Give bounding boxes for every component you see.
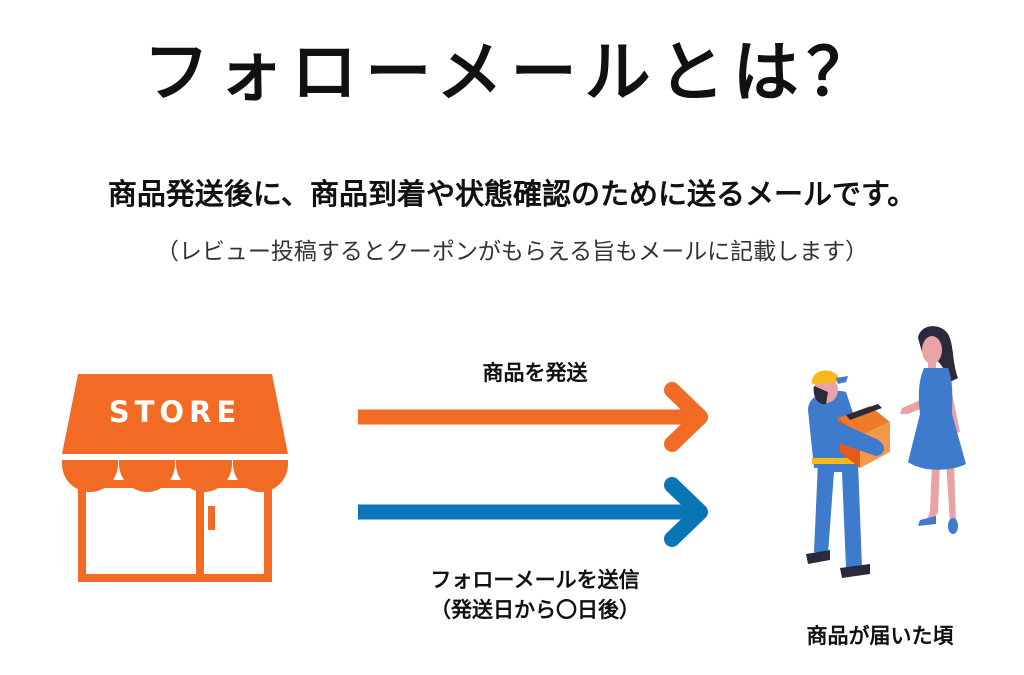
arrow-right-icon: [358, 477, 708, 547]
page-title: フォローメールとは？: [143, 34, 881, 111]
man-cap: [811, 370, 840, 384]
ship-label: 商品を発送: [482, 361, 588, 385]
mail-label: フォローメールを送信 （発送日から〇日後）: [340, 565, 730, 625]
woman-dress: [908, 368, 966, 470]
store-icon: STORE: [62, 374, 288, 582]
page-note: （レビュー投稿するとクーポンがもらえる旨もメールに記載します）: [155, 239, 869, 265]
mail-label-line1: フォローメールを送信: [430, 568, 640, 592]
store-awning: [62, 374, 288, 454]
page-subtitle: 商品発送後に、商品到着や状態確認のために送るメールです。: [107, 177, 917, 211]
woman-face: [922, 336, 942, 364]
man-belt: [812, 458, 862, 464]
arrow-right-icon: [358, 382, 708, 452]
store-door-handle: [208, 506, 215, 530]
store-sign: STORE: [109, 395, 241, 429]
arrive-label: 商品が届いた頃: [806, 624, 954, 648]
store-building: [78, 480, 272, 582]
mail-label-line2: （発送日から〇日後）: [430, 598, 640, 622]
delivery-person-icon: [806, 326, 966, 578]
